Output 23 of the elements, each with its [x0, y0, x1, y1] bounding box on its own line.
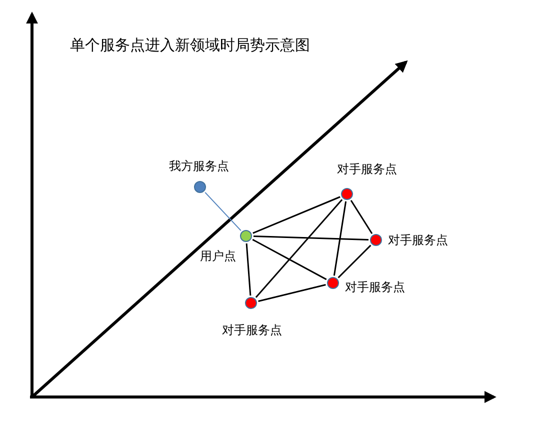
- diagram-title: 单个服务点进入新领域时局势示意图: [70, 36, 310, 55]
- connector-line: [350, 200, 373, 234]
- point-label: 对手服务点: [388, 233, 448, 247]
- point-marker: [326, 276, 338, 288]
- point-label: 对手服务点: [345, 280, 405, 294]
- point-label: 我方服务点: [169, 159, 229, 173]
- connector-line: [252, 196, 340, 234]
- point-marker: [340, 188, 352, 200]
- connector-line: [333, 201, 347, 276]
- connector-line: [338, 244, 372, 278]
- connector-line: [246, 243, 252, 296]
- connector-line: [252, 238, 327, 280]
- point-marker: [244, 296, 256, 308]
- connector-line: [204, 192, 242, 232]
- point-label: 对手服务点: [337, 162, 397, 176]
- point-marker: [370, 234, 382, 246]
- point-marker: [194, 180, 206, 192]
- connector-line: [255, 199, 343, 298]
- connector-line: [253, 235, 369, 241]
- point-label: 用户点: [200, 249, 236, 263]
- point-label: 对手服务点: [222, 323, 282, 337]
- point-marker: [240, 230, 252, 242]
- connector-line: [258, 284, 326, 302]
